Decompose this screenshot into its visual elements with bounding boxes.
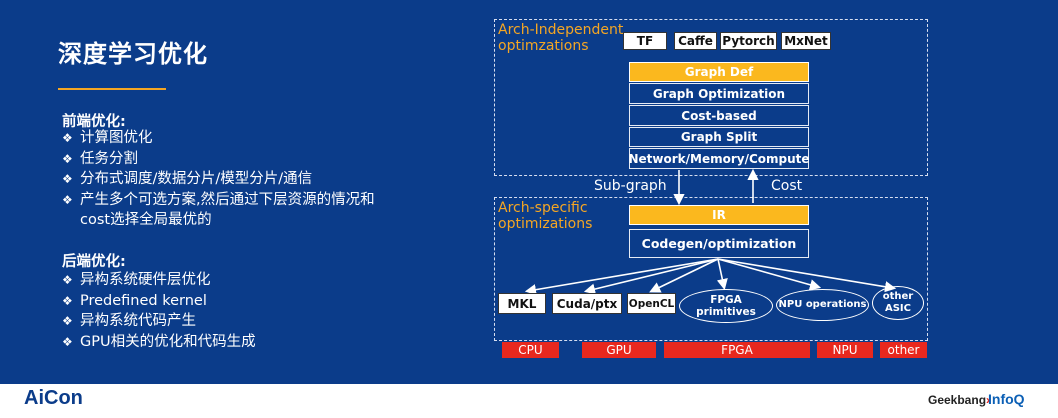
graph-optimization-box: Graph Optimization xyxy=(629,83,809,104)
infoq-logo: InfoQ xyxy=(988,391,1025,407)
hardware-fpga: FPGA xyxy=(664,342,810,358)
list-item: ❖任务分割 xyxy=(62,149,442,170)
aicon-logo: AiCon xyxy=(24,387,83,409)
framework-caffe: Caffe xyxy=(674,32,717,50)
codegen-box: Codegen/optimization xyxy=(629,229,809,258)
frontend-heading: 前端优化: xyxy=(62,114,126,130)
bullet-icon: ❖ xyxy=(62,334,73,349)
target-other-asic: other ASIC xyxy=(872,286,924,320)
geekbang-mark-icon: › xyxy=(986,393,991,407)
arch-specific-label: Arch-specific optimizations xyxy=(498,200,593,232)
backend-heading: 后端优化: xyxy=(62,254,126,270)
list-item: ❖GPU相关的优化和代码生成 xyxy=(62,332,442,353)
target-fpga-primitives: FPGA primitives xyxy=(679,289,773,323)
hardware-cpu: CPU xyxy=(502,342,559,358)
list-item: ❖产生多个可选方案,然后通过下层资源的情况和cost选择全局最优的 xyxy=(62,190,392,231)
list-item: ❖计算图优化 xyxy=(62,128,442,149)
arch-independent-region xyxy=(494,19,928,176)
target-opencl: OpenCL xyxy=(627,293,676,314)
framework-tf: TF xyxy=(623,32,667,50)
subgraph-label: Sub-graph xyxy=(594,178,667,194)
graph-def-box: Graph Def xyxy=(629,62,809,82)
network-memory-compute-box: Network/Memory/Compute xyxy=(628,148,810,169)
list-item: ❖异构系统硬件层优化 xyxy=(62,270,442,291)
backend-list: ❖异构系统硬件层优化 ❖Predefined kernel ❖异构系统代码产生 … xyxy=(62,270,442,352)
bullet-icon: ❖ xyxy=(62,293,73,308)
footer: AiCon Geekbang› InfoQ xyxy=(0,384,1058,418)
cost-based-box: Cost-based xyxy=(629,105,809,126)
graph-split-box: Graph Split xyxy=(629,127,809,147)
list-item: ❖异构系统代码产生 xyxy=(62,311,442,332)
bullet-icon: ❖ xyxy=(62,151,73,166)
hardware-gpu: GPU xyxy=(582,342,656,358)
cost-label: Cost xyxy=(771,178,803,194)
target-cuda-ptx: Cuda/ptx xyxy=(552,293,622,314)
bullet-icon: ❖ xyxy=(62,192,73,207)
hardware-npu: NPU xyxy=(817,342,873,358)
arch-specific-region xyxy=(494,197,928,341)
ir-box: IR xyxy=(629,205,809,225)
title-underline xyxy=(58,88,166,90)
target-mkl: MKL xyxy=(498,293,546,314)
codegen-fanout-arrows xyxy=(524,258,897,296)
list-item: ❖分布式调度/数据分片/模型分片/通信 xyxy=(62,169,442,190)
slide-title: 深度学习优化 xyxy=(58,40,208,68)
bullet-icon: ❖ xyxy=(62,314,73,328)
framework-pytorch: Pytorch xyxy=(720,32,777,50)
bullet-icon: ❖ xyxy=(62,273,73,287)
arch-independent-label: Arch-Independent optimzations xyxy=(498,22,624,54)
hardware-other: other xyxy=(880,342,927,358)
slide-body: 深度学习优化 前端优化: ❖计算图优化 ❖任务分割 ❖分布式调度/数据分片/模型… xyxy=(0,0,1058,384)
bullet-icon: ❖ xyxy=(62,172,73,186)
frontend-list: ❖计算图优化 ❖任务分割 ❖分布式调度/数据分片/模型分片/通信 ❖产生多个可选… xyxy=(62,128,442,231)
diagram-arrows xyxy=(524,168,897,296)
geekbang-logo: Geekbang› xyxy=(928,393,991,407)
list-item: ❖Predefined kernel xyxy=(62,291,442,312)
target-npu-operations: NPU operations xyxy=(776,289,869,321)
framework-mxnet: MxNet xyxy=(781,32,831,50)
bullet-icon: ❖ xyxy=(62,131,73,145)
